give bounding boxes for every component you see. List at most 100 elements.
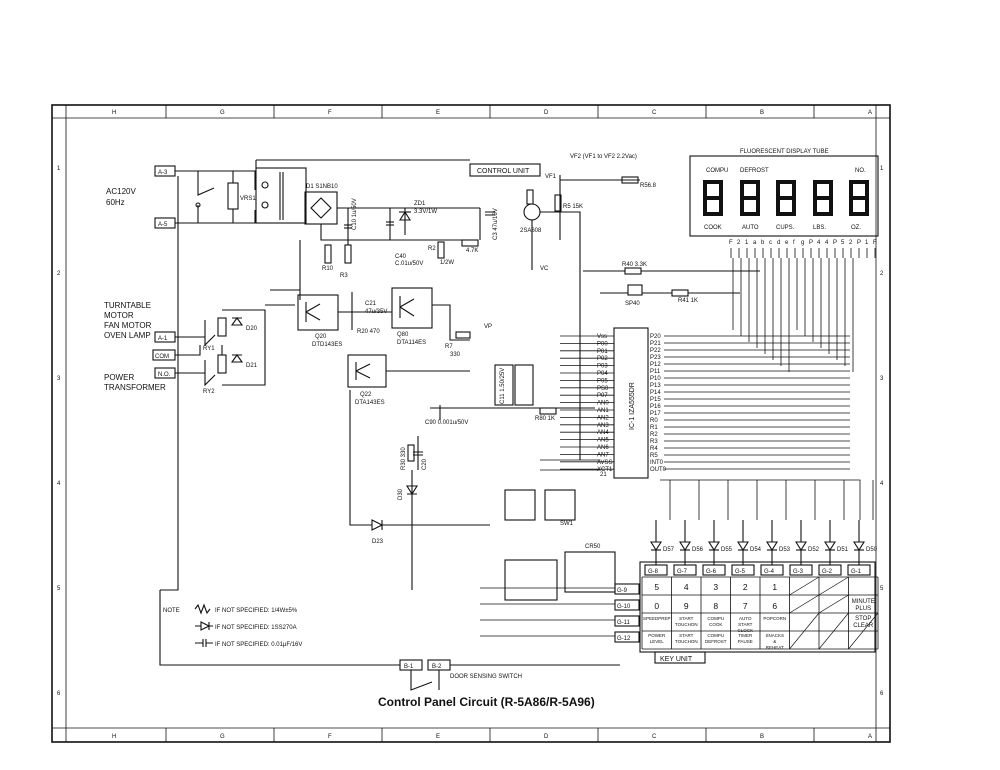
resistor-r41 <box>671 289 689 297</box>
ic1-pin-right: P14 <box>650 390 661 396</box>
key-diode-label: D51 <box>837 547 849 553</box>
capacitor-c11 <box>494 364 514 406</box>
key-connector <box>760 564 784 576</box>
display-title: FLUORESCENT DISPLAY TUBE <box>740 149 829 155</box>
ic1-pin21: 21 <box>600 472 607 478</box>
key-label: DEFROST <box>705 639 727 644</box>
key-connector <box>847 564 871 576</box>
key-label: TOUCHON <box>675 622 698 627</box>
key-minute-plus: PLUS <box>855 606 871 612</box>
grid-number-right: 3 <box>880 376 884 382</box>
r3-label: R3 <box>340 273 348 279</box>
key-connector-label: G-1 <box>851 569 862 575</box>
ic1-pin-right: R0 <box>650 418 658 424</box>
grid-letter-top: G <box>220 110 225 116</box>
resistor-r4 <box>526 189 534 205</box>
display-label-defrost: DEFROST <box>740 168 769 174</box>
key-connector <box>731 564 755 576</box>
display-pin-label: a <box>753 240 757 246</box>
key-label: SPEEDPREP <box>643 616 671 621</box>
key-connector <box>673 564 697 576</box>
grid-number-right: 1 <box>880 166 884 172</box>
key-minute-plus: MINUTE <box>852 599 875 605</box>
key-connector-side: G-9G-10G-11G-12 <box>614 583 640 643</box>
ac-voltage-label: AC120V <box>106 187 136 196</box>
key-connector-label: G-8 <box>648 569 659 575</box>
ic1-pin-left: P04 <box>597 371 608 377</box>
control-unit-box <box>469 163 541 177</box>
display-digit <box>740 180 760 216</box>
key-connector-label: G-12 <box>617 636 631 642</box>
ic1-pin-right: OUT0 <box>650 467 667 473</box>
grid-letter-top: H <box>112 110 116 116</box>
key-label: PAUSE <box>738 639 753 644</box>
r10-label: R10 <box>322 266 334 272</box>
display-pin-label: P <box>809 240 813 246</box>
ic1-pin-right: R3 <box>650 439 658 445</box>
r5-label: R5 15K <box>563 204 583 210</box>
key-diode-label: D56 <box>692 547 704 553</box>
ic1-pin-left: XCT1 <box>597 467 613 473</box>
key-diode: D56 <box>679 520 704 565</box>
key-stop-clear: STOP <box>855 616 871 622</box>
key-label: 5 <box>654 582 659 592</box>
ic1-left-pins: VssP00P01P02P03P04P05PS0P07AN0AN1AN2AN3A… <box>560 334 614 473</box>
display-label-auto: AUTO <box>742 225 759 231</box>
connector-a5-label: A-5 <box>158 222 168 228</box>
sp40-label: SP40 <box>625 301 640 307</box>
ic1-pin-left: AN0 <box>597 401 609 407</box>
switch-sw1-label: SW1 <box>560 521 574 527</box>
grid-letter-bottom: B <box>760 734 764 740</box>
key-diode: D54 <box>737 520 762 565</box>
key-label: START <box>679 616 694 621</box>
grid-number-left: 3 <box>57 376 61 382</box>
r7-label: R7 <box>445 344 453 350</box>
ic1-pin-right: P15 <box>650 397 661 403</box>
varistor-label: VRS1 <box>240 196 256 202</box>
ic1-pin-right: R2 <box>650 432 658 438</box>
c10-label: C10 1u/50V <box>352 198 358 230</box>
c21-label: C21 <box>365 301 377 307</box>
load-fan-motor: FAN MOTOR <box>104 321 152 330</box>
note-label: NOTE <box>163 608 180 614</box>
key-connector-label: G-3 <box>793 569 804 575</box>
grid-letter-bottom: E <box>436 734 440 740</box>
varistor-vrs1 <box>227 182 239 210</box>
ic1-pin-right: INT0 <box>650 460 664 466</box>
r2-value: 1/2W <box>440 260 454 266</box>
key-label: & <box>773 639 776 644</box>
key-diode-label: D55 <box>721 547 733 553</box>
display-label-compu: COMPU <box>706 168 728 174</box>
grid-number-right: 2 <box>880 271 884 277</box>
d21-label: D21 <box>246 363 258 369</box>
note-capacitor: IF NOT SPECIFIED: 0.01μF/16V <box>215 642 302 648</box>
key-diode: D57 <box>650 520 675 565</box>
transistor-q1 <box>523 203 541 221</box>
ic1-pin-left: AN6 <box>597 445 609 451</box>
display-digits <box>703 180 869 216</box>
ic1-pin-right: P17 <box>650 411 661 417</box>
c11-label: C11 1.50/25V <box>500 368 506 404</box>
key-connector <box>614 615 640 627</box>
key-connector <box>644 564 668 576</box>
ic1-right-pins: P20P21P22P23P12P11P10P13P14P15P16P17R0R1… <box>650 334 850 473</box>
grid-letter-bottom: C <box>652 734 657 740</box>
ic1-pin-left: AN7 <box>597 452 609 458</box>
grid-letter-top: C <box>652 110 657 116</box>
d20-label: D20 <box>246 326 258 332</box>
r30-label: R30 330 <box>401 447 407 470</box>
grid-letter-bottom: H <box>112 734 116 740</box>
display-pin-label: 2 <box>737 240 741 246</box>
display-pin-label: F <box>729 240 733 246</box>
display-digit <box>813 180 833 216</box>
resistor-r2 <box>437 241 445 259</box>
ic1-pin-right: P11 <box>650 369 661 375</box>
load-power: POWER <box>104 373 134 382</box>
key-label: START <box>738 622 753 627</box>
d23-label: D23 <box>372 539 384 545</box>
key-label: CLOCK <box>737 628 753 633</box>
key-label: COOK <box>709 622 722 627</box>
q20-label: Q20 <box>315 334 327 340</box>
border-frame <box>51 104 891 743</box>
